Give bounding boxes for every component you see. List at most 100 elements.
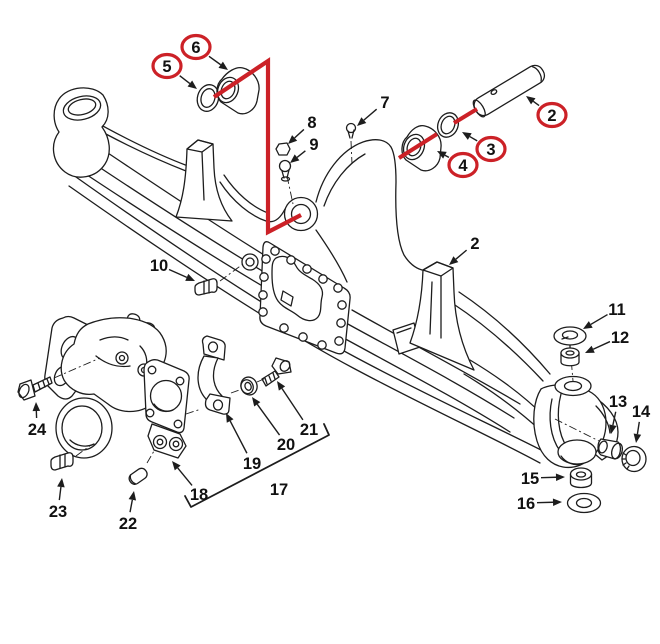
part-number: 10 [150, 257, 168, 275]
part-number: 8 [307, 114, 316, 132]
callout-leader-line [168, 268, 188, 278]
part-number: 7 [380, 94, 389, 112]
callout-19: 19 [226, 413, 261, 473]
callout-arrowhead-icon [187, 80, 197, 89]
callout-leader-line [455, 249, 468, 260]
callout-leader-line [208, 55, 222, 66]
part-number: 11 [608, 301, 625, 319]
part-number: 5 [162, 58, 171, 76]
callout-arrowhead-icon [633, 433, 642, 443]
differential-carrier-drawing [44, 313, 190, 459]
red-reference-line [212, 57, 302, 236]
part-number: 17 [270, 481, 288, 499]
callout-20: 20 [252, 397, 295, 454]
part-plug-10 [194, 278, 218, 296]
callout-arrowhead-icon [172, 461, 181, 471]
callout-10: 10 [150, 257, 195, 281]
callout-arrowhead-icon [128, 491, 137, 501]
callout-arrowhead-icon [288, 135, 298, 144]
part-number: 19 [243, 455, 261, 473]
callout-arrowhead-icon [526, 96, 536, 105]
callout-9: 9 [290, 136, 319, 163]
highlight-circle [536, 101, 568, 129]
callout-11: 11 [583, 301, 626, 329]
callout-2-circled: 2 [526, 96, 568, 129]
part-ring-14 [621, 445, 647, 473]
part-washer-16 [566, 492, 602, 514]
highlight-circle [180, 33, 212, 61]
part-number: 3 [486, 141, 495, 159]
callout-8: 8 [288, 114, 317, 144]
callout-leader-line [177, 467, 193, 486]
bearing-cap-and-bolts-drawing [17, 335, 292, 485]
part-number: 13 [609, 393, 627, 411]
callout-arrowhead-icon [609, 424, 617, 434]
callout-leader-line [363, 108, 378, 121]
part-pin-2 [472, 64, 546, 118]
callout-leader-line [590, 313, 608, 326]
part-grease-fitting-9 [278, 159, 292, 182]
callout-24: 24 [28, 402, 47, 439]
part-bushing-12 [560, 347, 580, 367]
callout-leader-line [444, 154, 450, 159]
callout-arrowhead-icon [277, 381, 286, 391]
left-eye-boss [52, 87, 110, 178]
part-number: 2 [470, 235, 479, 253]
kingpin-boss [283, 196, 319, 232]
part-number: 24 [28, 421, 47, 439]
callout-12: 12 [585, 329, 629, 353]
part-number: 15 [521, 470, 539, 488]
callout-leader-line [592, 340, 611, 350]
part-screw-7 [345, 122, 357, 139]
callout-23: 23 [49, 478, 67, 521]
callout-leader-line [612, 411, 617, 426]
callout-16: 16 [517, 495, 562, 513]
part-cap-19 [197, 335, 231, 415]
part-bushing-6 [216, 66, 260, 115]
callout-arrowhead-icon [437, 151, 447, 159]
highlight-lines [212, 57, 479, 236]
callout-leader-line [179, 75, 191, 85]
callout-arrowhead-icon [32, 402, 41, 412]
part-ring-8 [275, 142, 291, 156]
callout-4-circled: 4 [437, 151, 479, 179]
part-oring-5 [196, 84, 220, 112]
callout-arrowhead-icon [555, 473, 565, 482]
callout-leader-line [256, 403, 281, 436]
callout-17: 17 [270, 481, 288, 499]
callout-arrowhead-icon [552, 498, 562, 507]
callout-18: 18 [172, 461, 208, 504]
callout-leader-line [58, 486, 62, 501]
callout-2: 2 [449, 235, 480, 265]
callout-leader-line [532, 100, 540, 107]
callout-5-circled: 5 [151, 52, 197, 89]
callout-arrowhead-icon [357, 117, 367, 126]
part-oring-3 [436, 112, 460, 138]
callout-13: 13 [609, 393, 627, 434]
part-number: 9 [309, 136, 318, 154]
part-plug-23 [50, 452, 74, 471]
callout-7: 7 [357, 94, 390, 126]
callout-arrowhead-icon [226, 413, 234, 423]
part-bushing-4 [401, 124, 442, 172]
red-axis-segment-1 [397, 132, 439, 160]
flange-plate [241, 241, 351, 355]
part-bushing-13 [597, 438, 624, 460]
callout-leader-line [469, 135, 478, 142]
part-bolt-24 [17, 376, 53, 401]
part-bolt-21 [261, 357, 292, 387]
part-number: 23 [49, 503, 67, 521]
callout-leader-line [281, 388, 304, 421]
callout-leader-line [129, 499, 134, 513]
callout-arrowhead-icon [449, 256, 459, 265]
part-number: 12 [611, 329, 629, 347]
callout-3-circled: 3 [462, 132, 507, 163]
callout-arrowhead-icon [218, 61, 228, 70]
callout-arrowhead-icon [252, 397, 261, 407]
group-bracket-17 [184, 423, 330, 508]
right-post [409, 261, 475, 371]
part-number: 6 [191, 39, 200, 57]
